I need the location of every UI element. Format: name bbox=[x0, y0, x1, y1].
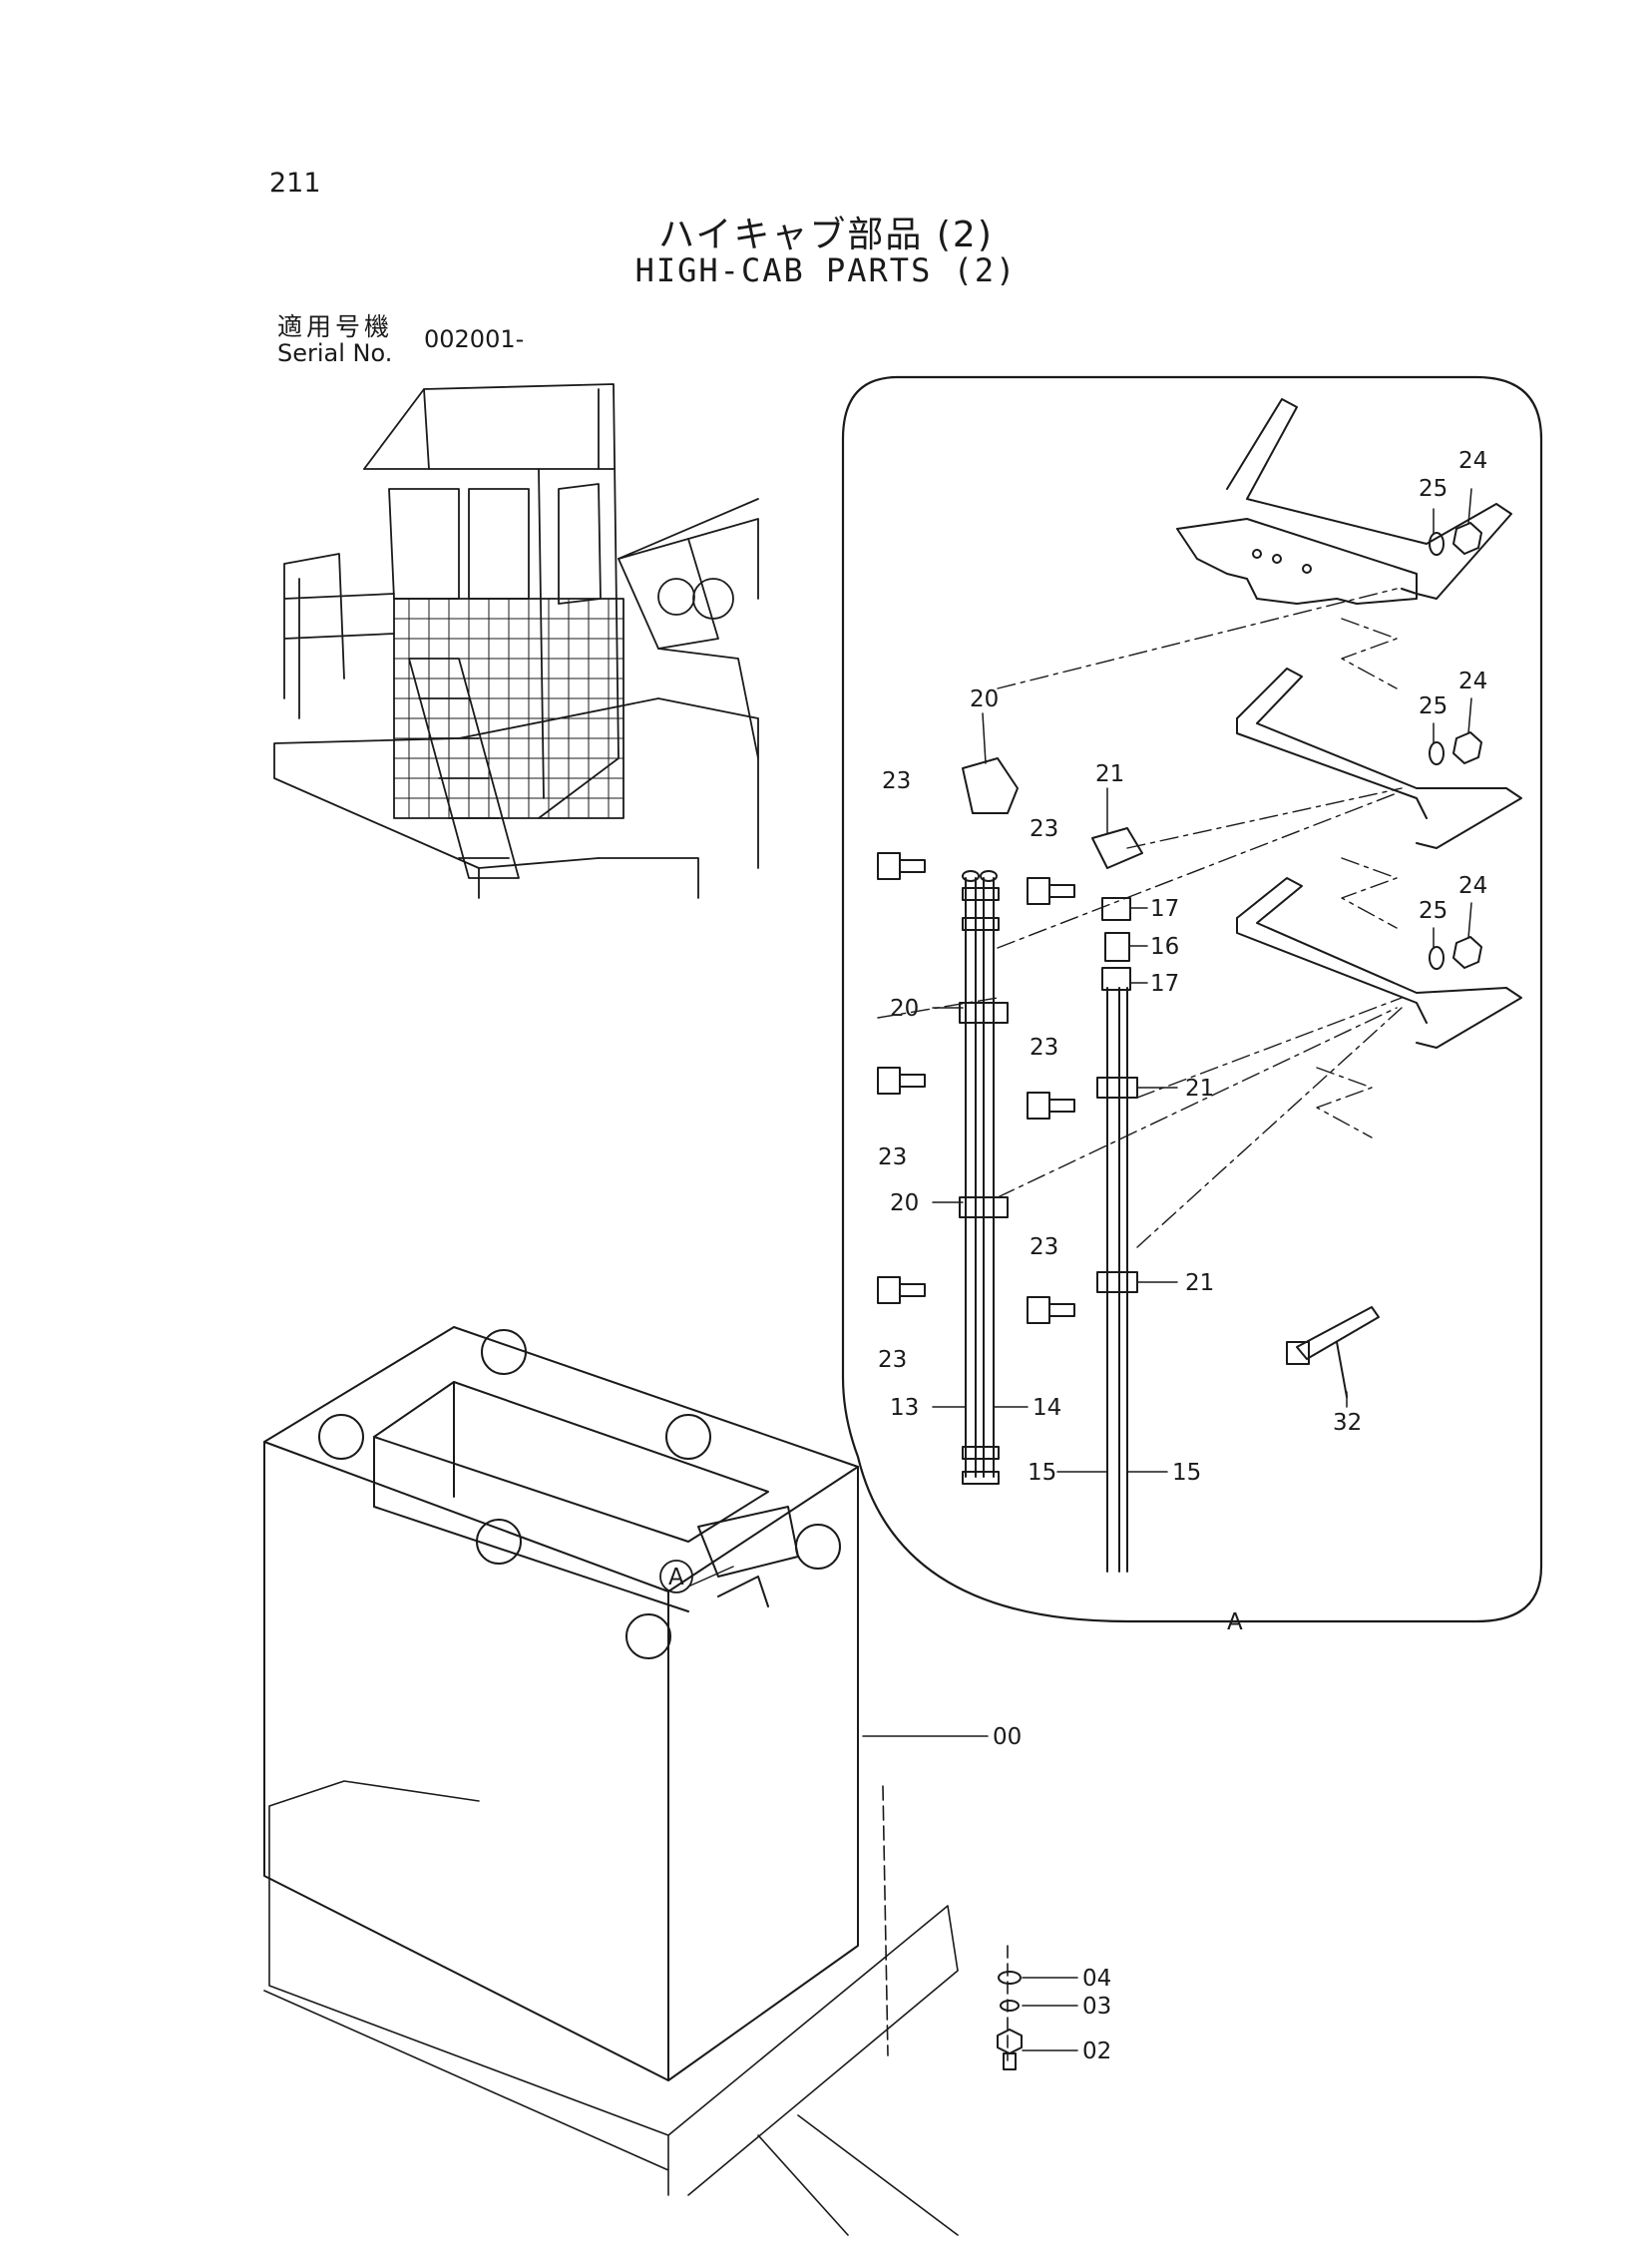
clamp-21-upper bbox=[1091, 827, 1143, 869]
callout-leaders bbox=[687, 488, 1472, 2051]
callout-03: 03 bbox=[1082, 1994, 1111, 2020]
machine-overview-illustration bbox=[273, 383, 759, 899]
callout-20: 20 bbox=[970, 686, 999, 712]
serial-label-japanese: 適用号機 bbox=[277, 312, 394, 341]
bracket-lower bbox=[1236, 877, 1522, 1049]
callout-21: 21 bbox=[1095, 761, 1124, 787]
detail-a-frame bbox=[841, 375, 1543, 1623]
callout-16: 16 bbox=[1150, 934, 1179, 960]
callout-04: 04 bbox=[1082, 1966, 1111, 1992]
callout-32: 32 bbox=[1333, 1410, 1362, 1436]
callout-15: 15 bbox=[1028, 1460, 1056, 1486]
callout-23: 23 bbox=[1030, 1035, 1058, 1061]
callout-23: 23 bbox=[1030, 816, 1058, 842]
detail-a-marker: A bbox=[668, 1565, 684, 1590]
assembly-leader-lines bbox=[877, 588, 1403, 1248]
callout-25: 25 bbox=[1419, 476, 1447, 502]
callout-13: 13 bbox=[890, 1395, 919, 1421]
serial-label-english: Serial No. bbox=[277, 339, 393, 367]
page-number: 211 bbox=[269, 168, 321, 199]
callout-02: 02 bbox=[1082, 2039, 1111, 2064]
callout-24: 24 bbox=[1458, 448, 1487, 474]
callout-25: 25 bbox=[1419, 898, 1447, 924]
pipe-assembly-13-14 bbox=[959, 870, 1009, 1485]
callout-21: 21 bbox=[1185, 1076, 1214, 1102]
fasteners-02-03-04 bbox=[997, 1971, 1023, 2070]
callout-24: 24 bbox=[1458, 669, 1487, 694]
base-box-00 bbox=[263, 1326, 859, 2081]
title-english: HIGH-CAB PARTS (2) bbox=[634, 251, 1018, 289]
pipe-assembly-15 bbox=[1096, 897, 1138, 1573]
callout-17: 17 bbox=[1150, 896, 1179, 922]
title-japanese: ハイキャブ部品 (2) bbox=[658, 215, 994, 255]
callout-23: 23 bbox=[882, 768, 911, 794]
bracket-upper bbox=[1176, 398, 1512, 605]
cable-tie-32 bbox=[1286, 1306, 1380, 1398]
bracket-middle bbox=[1236, 668, 1522, 849]
callout-23: 23 bbox=[878, 1347, 907, 1373]
bolts-23 bbox=[877, 852, 1075, 1324]
callout-21: 21 bbox=[1185, 1270, 1214, 1296]
callout-23: 23 bbox=[1030, 1234, 1058, 1260]
detail-a-label: A bbox=[1227, 1609, 1243, 1635]
callout-17: 17 bbox=[1150, 971, 1179, 997]
callout-14: 14 bbox=[1032, 1395, 1061, 1421]
detail-a-marker-circle bbox=[659, 1560, 693, 1593]
callout-15: 15 bbox=[1172, 1460, 1201, 1486]
nuts-24-washers-25 bbox=[1429, 522, 1482, 970]
clamp-20-upper bbox=[962, 757, 1019, 814]
callout-20: 20 bbox=[890, 996, 919, 1022]
callout-00: 00 bbox=[993, 1724, 1022, 1750]
callout-24: 24 bbox=[1458, 873, 1487, 899]
serial-number-value: 002001- bbox=[424, 325, 525, 353]
callout-23: 23 bbox=[878, 1144, 907, 1170]
callout-25: 25 bbox=[1419, 693, 1447, 719]
callout-20: 20 bbox=[890, 1190, 919, 1216]
lower-frame bbox=[263, 1780, 1009, 2236]
